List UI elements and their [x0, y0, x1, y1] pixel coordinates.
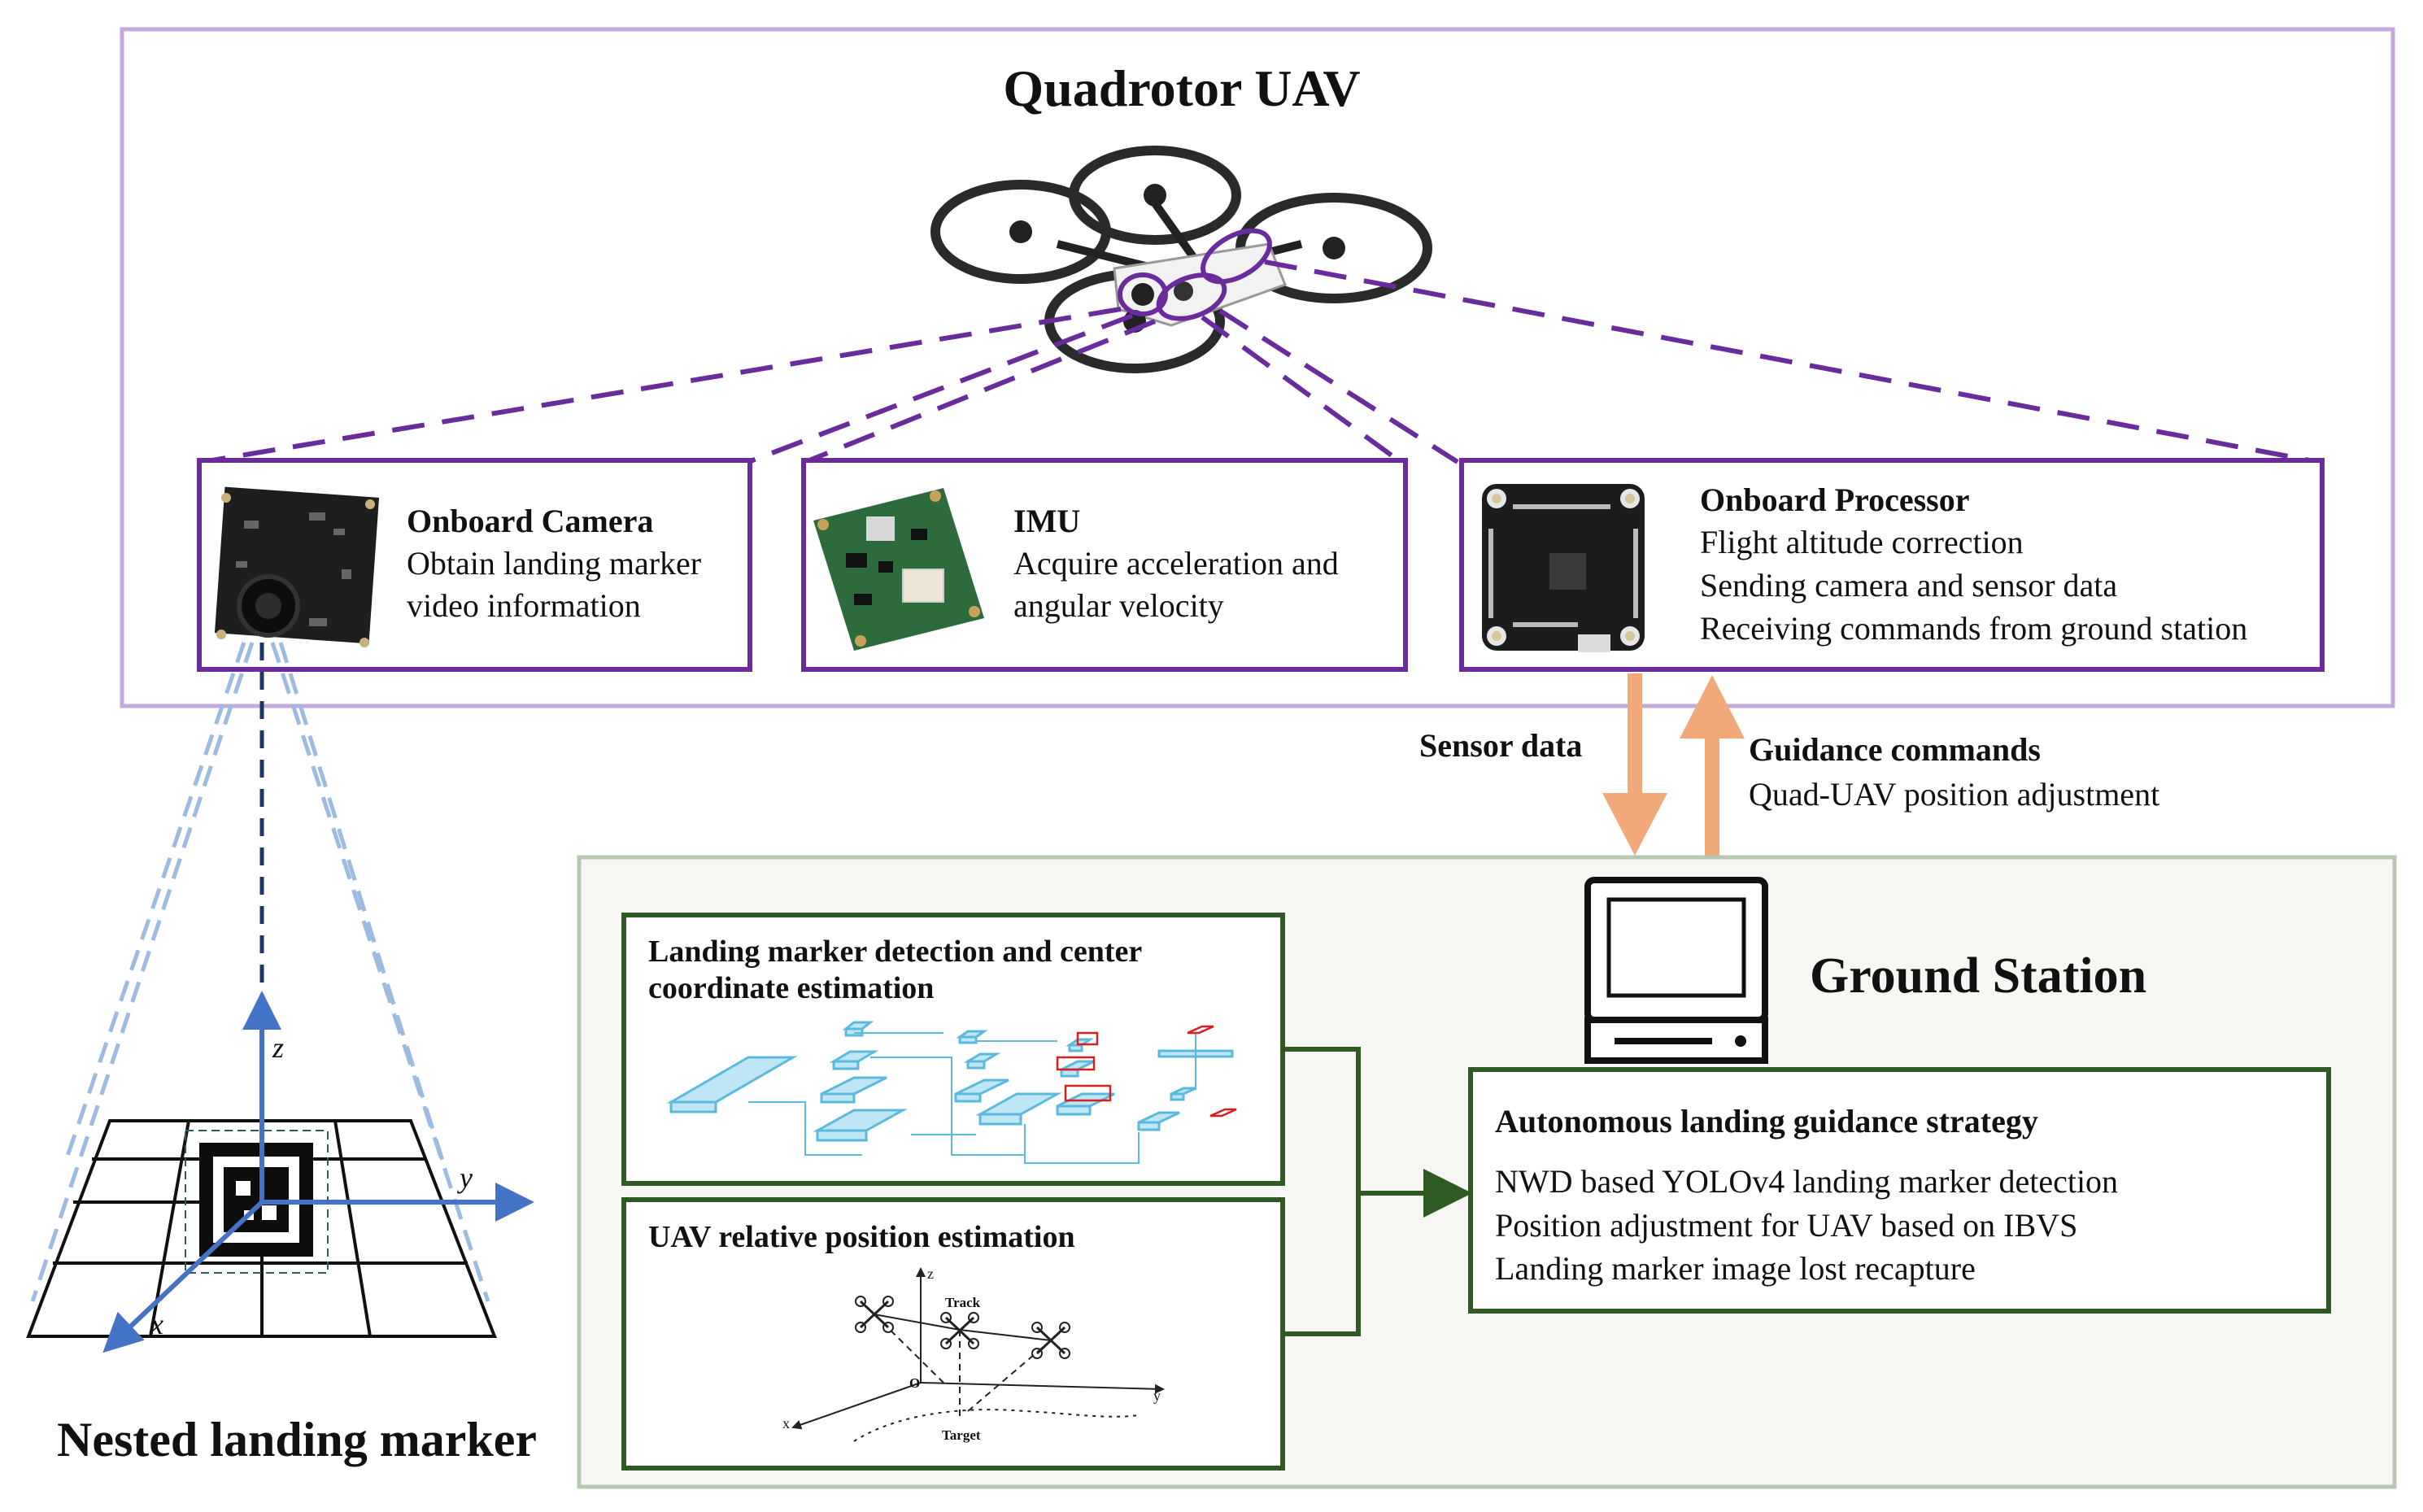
relative-y-label: y	[1153, 1388, 1161, 1404]
drone-image	[930, 146, 1432, 373]
sensor-data-arrow	[1602, 673, 1667, 856]
uav-panel-title: Quadrotor UAV	[1003, 59, 1360, 117]
marker-y-label: y	[457, 1161, 473, 1194]
uav-ground-links: Sensor data Guidance commands Quad-UAV p…	[1419, 673, 2159, 858]
strategy-line-1: NWD based YOLOv4 landing marker detectio…	[1495, 1163, 2118, 1200]
processor-board-image	[1482, 484, 1645, 652]
strategy-connector	[1283, 1047, 1472, 1336]
strategy-box: Autonomous landing guidance strategy NWD…	[1468, 1067, 2331, 1314]
ground-station-title: Ground Station	[1810, 948, 2146, 1004]
imu-line-2: angular velocity	[1013, 587, 1224, 624]
detection-line-1: Landing marker detection and center	[648, 935, 1142, 969]
relative-target-label: Target	[942, 1427, 981, 1443]
detection-network-links	[748, 1032, 1196, 1164]
detection-network-diagram	[666, 1021, 1234, 1142]
guidance-subtitle: Quad-UAV position adjustment	[1749, 776, 2159, 813]
relative-position-title: UAV relative position estimation	[648, 1220, 1075, 1254]
landing-marker-illustration: z y x Nested landing marker	[26, 642, 537, 1466]
guidance-arrow	[1680, 675, 1745, 858]
imu-title: IMU	[1013, 503, 1080, 539]
relative-z-label: z	[927, 1266, 934, 1282]
uav-panel: Quadrotor UAV	[120, 27, 2395, 708]
relative-track-label: Track	[945, 1295, 981, 1310]
strategy-title: Autonomous landing guidance strategy	[1495, 1103, 2038, 1139]
processor-line-1: Flight altitude correction	[1700, 524, 2024, 560]
camera-line-1: Obtain landing marker	[407, 545, 701, 582]
dashed-connectors	[201, 259, 2319, 464]
camera-line-2: video information	[407, 587, 641, 624]
processor-module: Onboard Processor Flight altitude correc…	[1459, 458, 2325, 672]
guidance-title: Guidance commands	[1749, 731, 2041, 768]
camera-board-image	[214, 486, 380, 647]
sensor-data-label: Sensor data	[1419, 727, 1582, 764]
computer-icon	[1584, 877, 1768, 1064]
strategy-line-3: Landing marker image lost recapture	[1495, 1250, 1976, 1287]
relative-x-label: x	[782, 1415, 790, 1431]
marker-axes	[102, 991, 534, 1353]
imu-board-image	[813, 488, 984, 651]
relative-position-box: UAV relative position estimation	[621, 1197, 1285, 1471]
relative-origin-label: O	[909, 1375, 920, 1391]
marker-z-label: z	[272, 1031, 284, 1064]
detection-output-boxes	[1056, 1025, 1237, 1118]
fiducial-marker	[199, 1143, 313, 1257]
strategy-line-2: Position adjustment for UAV based on IBV…	[1495, 1207, 2077, 1244]
camera-title: Onboard Camera	[407, 503, 653, 539]
imu-module: IMU Acquire acceleration and angular vel…	[801, 458, 1408, 672]
marker-x-label: x	[150, 1308, 163, 1340]
detection-box: Landing marker detection and center coor…	[621, 913, 1285, 1186]
ground-panel: Ground Station Landing marker detection …	[577, 855, 2397, 1489]
processor-line-3: Receiving commands from ground station	[1700, 610, 2247, 647]
processor-title: Onboard Processor	[1700, 481, 1969, 518]
marker-title: Nested landing marker	[57, 1413, 537, 1466]
camera-module: Onboard Camera Obtain landing marker vid…	[197, 458, 752, 672]
processor-line-2: Sending camera and sensor data	[1700, 567, 2117, 603]
relative-position-diagram	[791, 1267, 1165, 1442]
detection-line-2: coordinate estimation	[648, 971, 934, 1005]
imu-line-1: Acquire acceleration and	[1013, 545, 1339, 582]
